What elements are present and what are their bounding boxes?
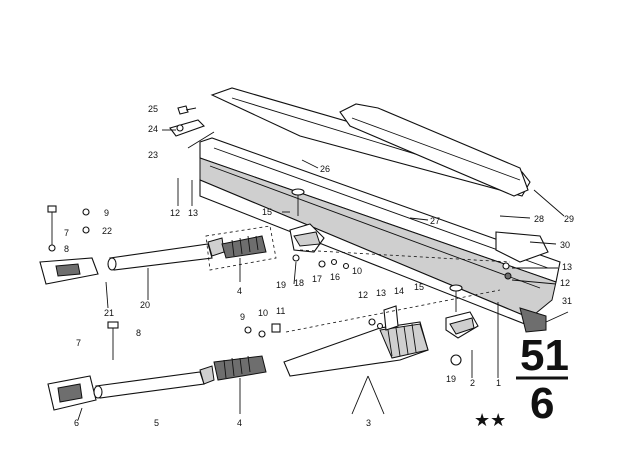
rating-stars: ★★ <box>474 410 506 431</box>
callout-5: 5 <box>154 418 159 428</box>
bolt-7-lower <box>107 321 119 360</box>
end-cap-30 <box>495 231 549 263</box>
callout-19-lower: 19 <box>446 374 456 384</box>
callout-11: 11 <box>276 306 285 316</box>
callout-2: 2 <box>470 378 475 388</box>
shock-absorber-lower-5 <box>47 355 267 411</box>
leader-lines <box>77 107 565 421</box>
callout-3: 3 <box>366 418 371 428</box>
callout-7-lower: 7 <box>76 338 81 348</box>
callout-13-right: 13 <box>562 262 572 272</box>
callout-23: 23 <box>148 150 158 160</box>
callout-28: 28 <box>534 214 544 224</box>
mount-bracket-lower <box>445 311 479 366</box>
rubber-boot-3 <box>283 321 429 377</box>
callout-20: 20 <box>140 300 150 310</box>
callout-6: 6 <box>74 418 79 428</box>
fasteners-12-13-right <box>502 262 512 280</box>
subgroup-number: 6 <box>530 379 554 428</box>
callout-18: 18 <box>294 278 304 288</box>
callout-10-upper: 10 <box>352 266 362 276</box>
callout-26: 26 <box>320 164 330 174</box>
callout-8-upper: 8 <box>64 244 69 254</box>
callout-22: 22 <box>102 226 112 236</box>
mount-bracket-18 <box>289 223 325 253</box>
screw-23 <box>187 131 215 149</box>
callout-31: 31 <box>562 296 572 306</box>
group-number: 51 <box>520 331 569 380</box>
rubber-strip-28 <box>339 103 529 197</box>
bracket-24 <box>169 119 206 137</box>
callout-30: 30 <box>560 240 570 250</box>
bumper-bar-1 <box>199 137 561 333</box>
bolt-15-lower <box>449 284 463 312</box>
callout-24: 24 <box>148 124 158 134</box>
nut-washer-group <box>292 254 350 270</box>
callout-12-right: 12 <box>560 278 570 288</box>
callout-13-mid: 13 <box>376 288 386 298</box>
callout-16: 16 <box>330 272 340 282</box>
callout-12-left: 12 <box>170 208 180 218</box>
callout-4-upper: 4 <box>237 286 242 296</box>
group-number-block: 51 6 <box>516 331 569 428</box>
callout-9-lower: 9 <box>240 312 245 322</box>
callout-21: 21 <box>104 308 114 318</box>
callout-27: 27 <box>430 216 440 226</box>
shock-absorber-upper-20 <box>39 235 267 285</box>
callout-15-upper: 15 <box>262 207 272 217</box>
callout-1: 1 <box>496 378 501 388</box>
screw-31 <box>545 311 569 323</box>
callout-4-lower: 4 <box>237 418 242 428</box>
callout-14: 14 <box>394 286 404 296</box>
callout-13-left: 13 <box>188 208 198 218</box>
callout-29: 29 <box>564 214 574 224</box>
callout-8-lower: 8 <box>136 328 141 338</box>
callout-19-upper: 19 <box>276 280 286 290</box>
callout-17: 17 <box>312 274 322 284</box>
callout-7-upper: 7 <box>64 228 69 238</box>
bolt-15-upper <box>291 188 305 216</box>
bracket-14 <box>368 305 399 331</box>
callout-10-lower: 10 <box>258 308 268 318</box>
fasteners-9-10-11 <box>244 323 281 338</box>
bolt-7-upper <box>47 205 90 252</box>
callout-labels: 1 2 3 4 4 5 6 7 7 8 8 9 9 10 10 11 12 12… <box>64 104 574 428</box>
callout-15-lower: 15 <box>414 282 424 292</box>
callout-25: 25 <box>148 104 158 114</box>
bolt-25 <box>177 105 189 115</box>
callout-9-upper: 9 <box>104 208 109 218</box>
callout-12-mid: 12 <box>358 290 368 300</box>
